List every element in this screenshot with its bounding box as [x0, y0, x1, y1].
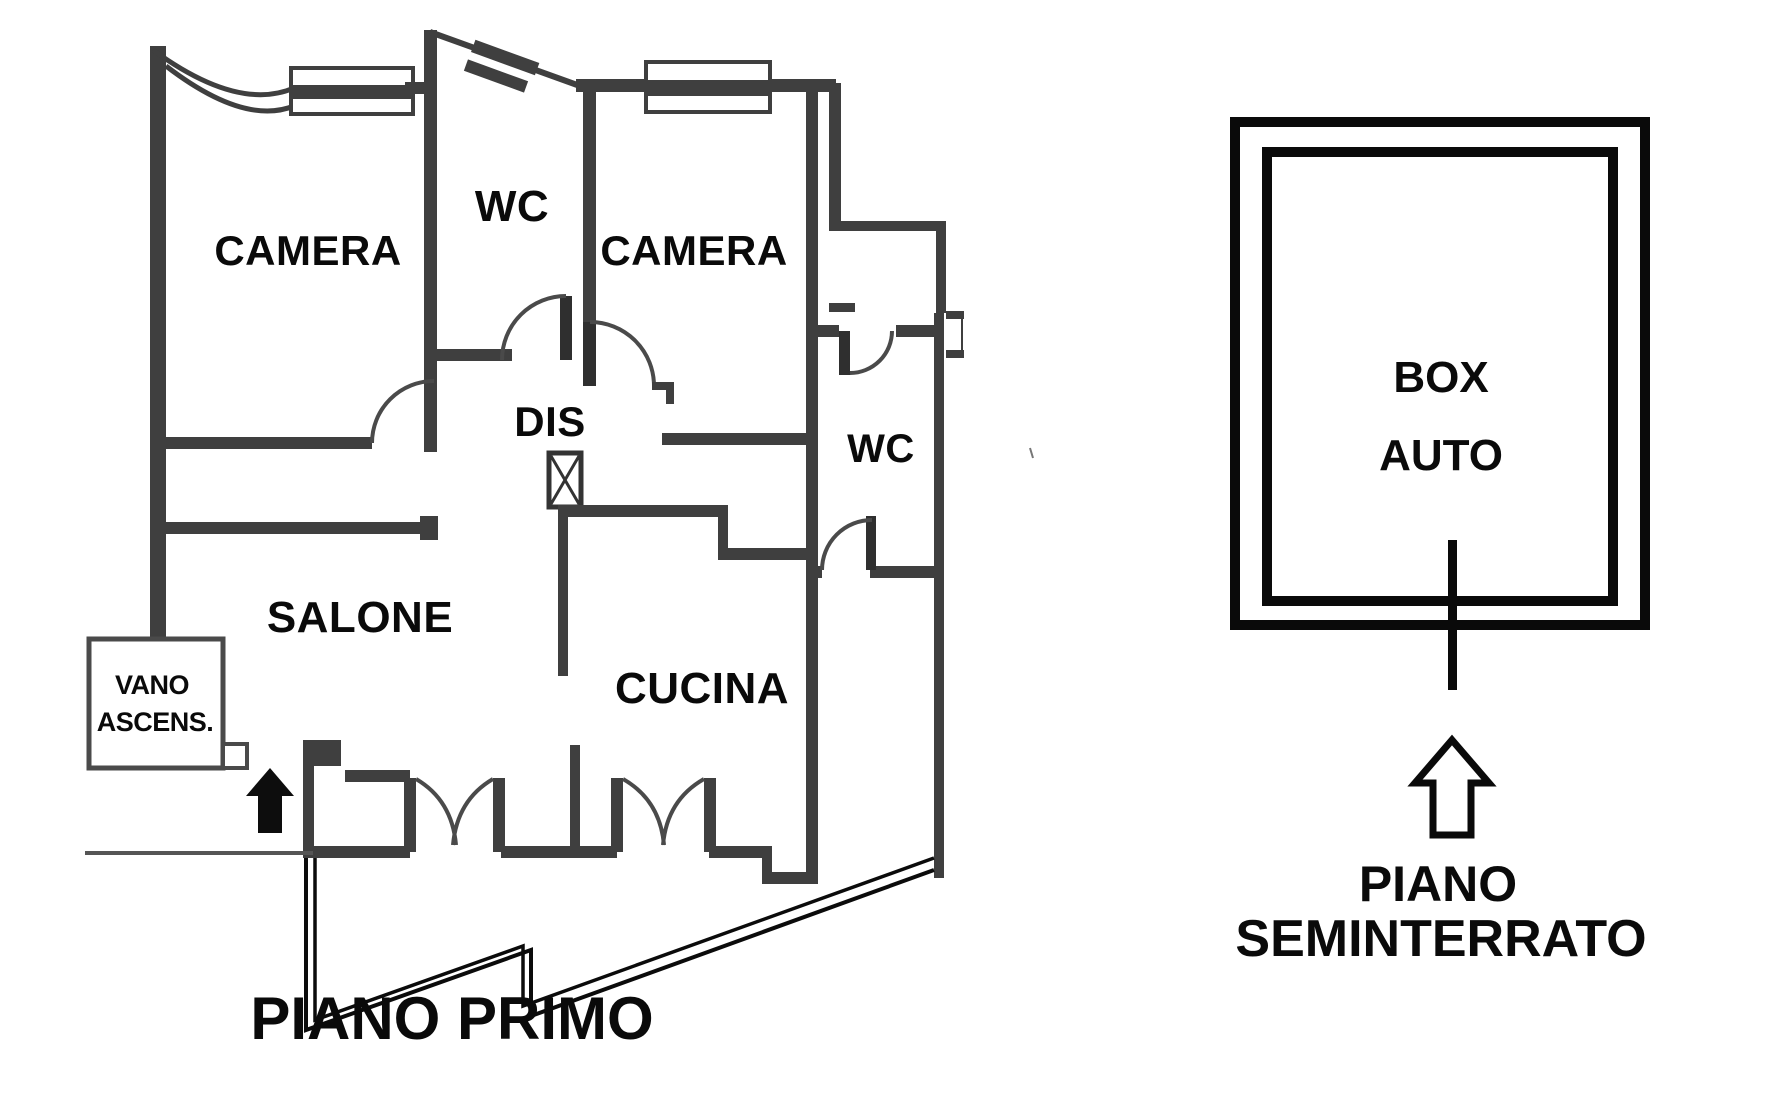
label-salone: SALONE: [267, 593, 453, 642]
window-right-bar2: [946, 350, 964, 358]
window-slanted-band2: [463, 59, 529, 93]
window-camera-left-band: [291, 85, 413, 99]
label-vano: VANO: [115, 670, 189, 700]
first-floor-plan: [85, 29, 1034, 1033]
door1-arc-right: [451, 777, 495, 846]
door1-arc-left: [414, 777, 458, 846]
garage-driveway-line: [1448, 540, 1457, 690]
door2-arc-left: [622, 777, 666, 846]
wall-camera-right-bottom: [662, 433, 818, 445]
wall-camera-right-top2: [764, 79, 836, 92]
wall-divider-upper: [558, 505, 568, 676]
door-arc-camera-right: [589, 320, 656, 387]
wall-camera-left-bottom: [158, 437, 372, 449]
scan-artifact: [1029, 447, 1034, 459]
wall-entrance-vertical: [303, 766, 314, 858]
door2-leaf-right: [704, 778, 716, 852]
wall-right-upper: [829, 83, 841, 227]
label-box: BOX: [1393, 353, 1488, 402]
label-ascens: ASCENS.: [97, 707, 214, 737]
wall-wc-right-top1: [818, 325, 839, 337]
label-wc-middle: WC: [475, 182, 549, 231]
wall-wc-right-bottom2: [870, 566, 944, 578]
wall-bottom1: [313, 846, 410, 858]
label-auto: AUTO: [1379, 431, 1503, 480]
elevator-shaft-notch: [221, 742, 249, 770]
shaft-x-icon: [549, 455, 581, 505]
wall-cucina-top1: [558, 505, 728, 517]
wall-divider-lower: [570, 745, 580, 852]
label-camera-left: CAMERA: [214, 227, 401, 274]
wall-protrusion-right: [936, 221, 946, 313]
wall-cucina-top2: [718, 548, 818, 560]
wall-entrance-block: [303, 740, 341, 766]
wall-curve-inner: [164, 64, 295, 114]
elevator-shaft-box: [86, 636, 226, 771]
label-cucina: CUCINA: [615, 664, 789, 713]
wall-protrusion-top: [829, 221, 946, 231]
wall-bottom2: [501, 846, 617, 858]
door-arc-wc-right-top: [849, 330, 894, 375]
basement-arrow-icon: [1407, 734, 1497, 839]
landing-line: [85, 851, 313, 855]
caption-piano-primo: PIANO PRIMO: [250, 985, 653, 1052]
door2-arc-right: [661, 777, 705, 846]
wall-jog1: [652, 382, 674, 390]
garage-wall-outer: [1230, 117, 1650, 630]
caption-piano-basement: PIANO: [1359, 856, 1517, 912]
door-leaf-camera-right: [583, 322, 596, 386]
caption-seminterrato: SEMINTERRATO: [1235, 910, 1646, 968]
door-leaf-wc-middle: [560, 296, 572, 360]
entrance-arrow-icon: [246, 768, 294, 833]
garage-wall-inner: [1262, 147, 1618, 606]
wall-bottom-step: [762, 846, 772, 884]
window-right-bar1: [946, 311, 964, 319]
wall-wc-middle-bottom: [424, 349, 512, 361]
wall-protrusion-bottom-stub: [829, 303, 855, 312]
wall-connector: [405, 82, 427, 94]
door-leaf-wc-right-top: [839, 331, 850, 375]
wall-wc-right-bottom1: [806, 566, 822, 578]
wall-salone-top: [158, 522, 438, 534]
door-leaf-wc-right-bottom: [866, 516, 876, 570]
wall-left-outer: [150, 46, 166, 639]
label-wc-right: WC: [847, 427, 915, 471]
wall-salone-top-cap: [420, 516, 438, 540]
door-arc-camera-left: [370, 379, 435, 444]
wall-wc-right-top2: [896, 325, 944, 337]
window-slanted-band1: [470, 39, 540, 76]
door-arc-wc-middle: [500, 294, 567, 361]
wall-camera-right-left: [583, 85, 596, 322]
wall-bottom-lower: [762, 872, 818, 884]
wall-cucina-step: [718, 505, 728, 558]
basement-plan: [1230, 117, 1650, 839]
terrace-parapet-inner: [313, 856, 935, 1023]
wall-camera-right-right: [806, 83, 818, 884]
door-arc-wc-right-bottom: [820, 518, 873, 571]
wall-bottom3: [709, 846, 770, 858]
terrace-parapet-outer: [304, 858, 935, 1033]
wall-entrance-horizontal: [345, 770, 410, 782]
label-camera-right: CAMERA: [600, 227, 787, 274]
door1-leaf-left: [404, 778, 416, 852]
wall-right-lower: [934, 313, 944, 878]
wall-wc-middle-left: [424, 30, 437, 452]
window-camera-right-band: [646, 80, 770, 96]
wall-jog2: [666, 382, 674, 404]
wall-curve-outer: [151, 47, 295, 98]
door1-leaf-right: [493, 778, 505, 852]
label-dis: DIS: [514, 398, 586, 445]
door2-leaf-left: [611, 778, 623, 852]
